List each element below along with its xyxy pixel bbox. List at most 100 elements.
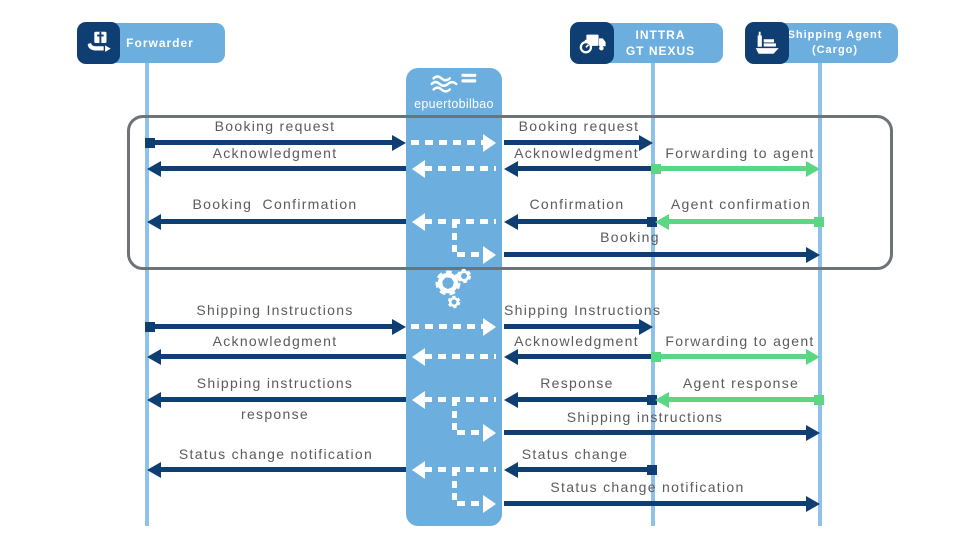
gears-icon <box>435 268 472 309</box>
arrow-butt <box>647 464 657 475</box>
msg-label: Shipping Instructions <box>504 302 662 318</box>
forwarder-lifeline <box>145 62 149 526</box>
actor-epuertobilbao: epuertobilbao <box>406 70 502 111</box>
arrowhead-icon <box>483 494 496 513</box>
arrowhead-icon <box>655 391 669 408</box>
shipping-instructions-to-agent-arrow <box>504 424 820 441</box>
arrowhead-icon <box>147 160 161 177</box>
hand-holding-box-icon <box>87 31 111 52</box>
booking-scenario-frame <box>127 115 893 270</box>
arrowhead-icon <box>412 460 425 479</box>
msg-label: Agent confirmation <box>670 196 812 212</box>
arrowhead-icon <box>147 391 161 408</box>
arrowhead-icon <box>504 348 518 365</box>
arrowhead-icon <box>483 317 496 336</box>
actor-epuertobilbao-label: epuertobilbao <box>414 97 494 111</box>
msg-label: Acknowledgment <box>514 333 639 349</box>
arrow-butt <box>651 163 661 174</box>
hub-relay-dashed-right <box>457 494 496 513</box>
arrow-butt <box>647 394 657 405</box>
process-gears <box>427 266 481 317</box>
msg-label: Shipping instructions <box>566 409 724 425</box>
arrowhead-icon <box>806 424 820 441</box>
actor-inttra-label-line1: INTTRA <box>635 27 686 42</box>
hub-relay-dashed-branch <box>452 221 457 254</box>
booking-confirmation-arrow-left <box>147 213 406 230</box>
hub-relay-dashed-right <box>411 133 496 152</box>
msg-label: Booking request <box>214 118 336 134</box>
shipping-instructions-arrow-right <box>504 318 653 335</box>
shipping-ack-arrow-right <box>504 348 653 365</box>
msg-label: Acknowledgment <box>212 145 338 161</box>
status-notification-to-agent-arrow <box>504 495 820 512</box>
actor-inttra-chip <box>570 22 614 64</box>
hub-relay-dashed-left <box>412 212 496 231</box>
truck-stopwatch-icon <box>579 34 606 54</box>
actor-shipping-agent-label-line2: (Cargo) <box>811 44 859 56</box>
shipping-ack-arrow-left <box>147 348 406 365</box>
msg-label: Shipping instructions <box>196 375 354 391</box>
arrowhead-icon <box>392 318 406 335</box>
msg-label: Forwarding to agent <box>665 333 815 349</box>
inttra-lifeline <box>651 62 655 526</box>
arrowhead-icon <box>639 318 653 335</box>
booking-to-agent-arrow <box>504 246 820 263</box>
actor-forwarder-label: Forwarder <box>126 35 194 50</box>
agent-lifeline <box>818 62 822 526</box>
msg-label: Acknowledgment <box>212 333 338 349</box>
hub-relay-dashed-right <box>457 423 496 442</box>
arrowhead-icon <box>483 133 496 152</box>
hub-relay-dashed-left <box>412 347 496 366</box>
arrow-butt <box>145 321 155 332</box>
arrowhead-icon <box>655 213 669 230</box>
actor-forwarder-chip <box>77 22 120 64</box>
arrowhead-icon <box>412 347 425 366</box>
msg-label: Shipping Instructions <box>196 302 354 318</box>
hub-relay-dashed-right <box>411 317 496 336</box>
status-notification-arrow-left <box>147 461 406 478</box>
actor-inttra-label-line2: GT NEXUS <box>625 44 696 58</box>
booking-ack-arrow-left <box>147 160 406 177</box>
forwarding-to-agent-arrow-2 <box>651 348 820 365</box>
arrowhead-icon <box>412 390 425 409</box>
arrowhead-icon <box>806 348 820 365</box>
msg-label: Booking <box>600 229 660 245</box>
shipping-instructions-arrow-left <box>145 318 406 335</box>
arrowhead-icon <box>504 391 518 408</box>
hub-relay-dashed-left <box>412 390 496 409</box>
arrow-butt <box>647 216 657 227</box>
arrowhead-icon <box>147 348 161 365</box>
msg-label: Status change <box>521 446 629 462</box>
msg-label: response <box>241 406 309 422</box>
arrowhead-icon <box>504 160 518 177</box>
msg-label: Booking request <box>518 118 640 134</box>
arrowhead-icon <box>147 461 161 478</box>
actor-inttra: INTTRA GT NEXUS <box>598 23 723 63</box>
arrow-butt <box>651 351 661 362</box>
msg-label: Status change notification <box>178 446 374 462</box>
msg-label: Forwarding to agent <box>665 145 815 161</box>
booking-request-arrow-right <box>504 134 653 151</box>
arrowhead-icon <box>392 134 406 151</box>
arrowhead-icon <box>806 246 820 263</box>
msg-label: Status change notification <box>550 479 745 495</box>
arrowhead-icon <box>806 495 820 512</box>
actor-shipping-agent: Shipping Agent (Cargo) <box>772 23 898 63</box>
arrowhead-icon <box>412 212 425 231</box>
msg-label: Booking Confirmation <box>192 196 358 212</box>
booking-request-arrow-left <box>145 134 406 151</box>
arrowhead-icon <box>147 213 161 230</box>
hub-relay-dashed-branch <box>452 469 457 503</box>
status-change-arrow-right <box>504 461 657 478</box>
msg-label: Response <box>540 375 614 391</box>
booking-ack-arrow-right <box>504 160 653 177</box>
response-arrow-right <box>504 391 657 408</box>
agent-confirmation-arrow <box>655 213 824 230</box>
arrowhead-icon <box>806 160 820 177</box>
actor-shipping-agent-chip <box>745 22 789 64</box>
forwarding-to-agent-arrow <box>651 160 820 177</box>
hub-relay-dashed-right <box>457 245 496 264</box>
agent-response-arrow <box>655 391 824 408</box>
arrow-butt <box>814 216 824 227</box>
